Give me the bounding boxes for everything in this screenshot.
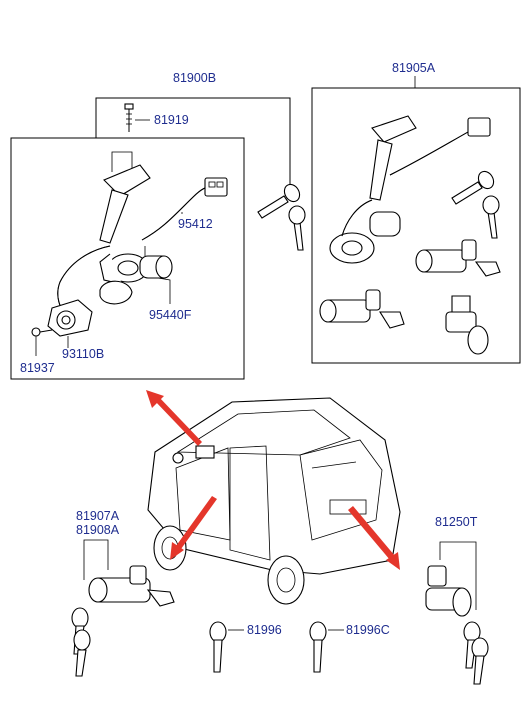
key-blank-81996: 81996	[209, 621, 282, 673]
label-93110B: 93110B	[62, 347, 104, 361]
lock-assembly-81905A	[329, 115, 491, 264]
key-blank-81996C: 81996C	[309, 621, 390, 673]
label-95412: 95412	[178, 217, 213, 231]
bracket-81900B	[95, 97, 291, 190]
group-81250T: 81250T	[425, 515, 489, 685]
door-cylinder-81905A	[415, 239, 501, 277]
indicator-arrows	[146, 390, 400, 570]
label-81250T: 81250T	[435, 515, 478, 529]
arrow-to-ignition	[146, 390, 202, 446]
frame-81905A	[311, 87, 521, 364]
key-set-81900B	[257, 183, 306, 251]
label-81937: 81937	[20, 361, 55, 375]
label-95440F: 95440F	[149, 308, 192, 322]
ignition-lock-body	[99, 164, 173, 305]
key-set-81250T	[463, 621, 489, 685]
lock-cylinder-93110B: 93110B	[47, 299, 104, 361]
arrow-to-trunk	[348, 506, 400, 570]
bolt-81919: 81919	[124, 103, 189, 132]
door-cylinder-81907A	[88, 565, 175, 607]
label-81996C: 81996C	[346, 623, 390, 637]
trunk-cylinder-81905A	[319, 289, 405, 329]
group-81900B: 81900B 81919	[10, 71, 306, 380]
frame-81900B	[10, 137, 245, 380]
label-81996: 81996	[247, 623, 282, 637]
group-81905A: 81905A	[311, 61, 521, 364]
label-81900B: 81900B	[173, 71, 216, 85]
label-81907A: 81907A	[76, 509, 120, 523]
arrow-to-door	[170, 496, 217, 560]
label-81919: 81919	[154, 113, 189, 127]
trunk-cylinder-81250T	[425, 565, 472, 617]
label-81908A: 81908A	[76, 523, 120, 537]
wire-harness-95412: 95412	[57, 177, 228, 311]
screw-81937: 81937	[20, 327, 55, 375]
label-81905A: 81905A	[392, 61, 436, 75]
key-set-81905A	[451, 170, 500, 239]
group-81907A-81908A: 81907A 81908A	[71, 509, 175, 677]
vehicle-illustration	[147, 397, 401, 605]
glove-cylinder-81905A	[445, 295, 489, 355]
key-set-81907A	[71, 607, 91, 677]
